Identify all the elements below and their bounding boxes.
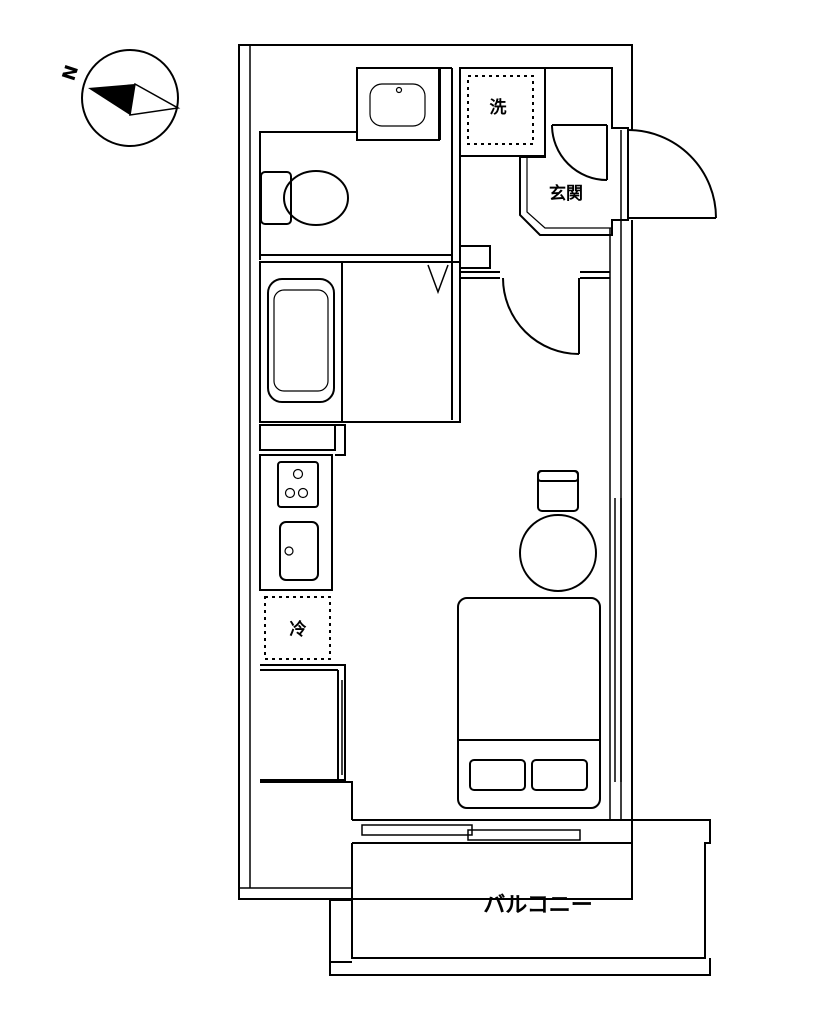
toilet-room: [259, 67, 452, 260]
chair-icon: [537, 470, 579, 512]
side-window: [614, 498, 622, 782]
bathroom: [259, 261, 461, 451]
pipe-shaft: [459, 245, 491, 269]
entrance-area: [451, 67, 629, 820]
bathtub-icon: [267, 278, 335, 403]
toilet-bowl-icon: [283, 170, 349, 226]
balcony-door: [352, 819, 632, 844]
fridge-label: 冷: [290, 619, 307, 640]
pillow-icon: [469, 759, 526, 791]
entrance-label: 玄関: [549, 183, 583, 204]
compass-icon: N: [58, 49, 181, 147]
laundry-label: 洗: [490, 97, 507, 118]
sink-icon: [369, 83, 426, 127]
balcony-label: バルコニー: [483, 893, 593, 918]
bed-icon: [457, 597, 601, 809]
toilet-tank: [260, 171, 292, 225]
washbasin-counter: [356, 67, 440, 141]
kitchen-sink-icon: [279, 521, 319, 581]
balcony: [329, 819, 711, 976]
round-table-icon: [519, 514, 597, 592]
stove-icon: [277, 461, 319, 508]
vent-icon: [427, 264, 449, 295]
living-furniture: [457, 470, 601, 809]
washing-machine-space: [467, 75, 534, 145]
north-label: N: [58, 63, 83, 84]
pillow-icon: [531, 759, 588, 791]
room-door: [502, 277, 580, 355]
kitchen: [259, 424, 353, 820]
front-door: [551, 124, 717, 219]
